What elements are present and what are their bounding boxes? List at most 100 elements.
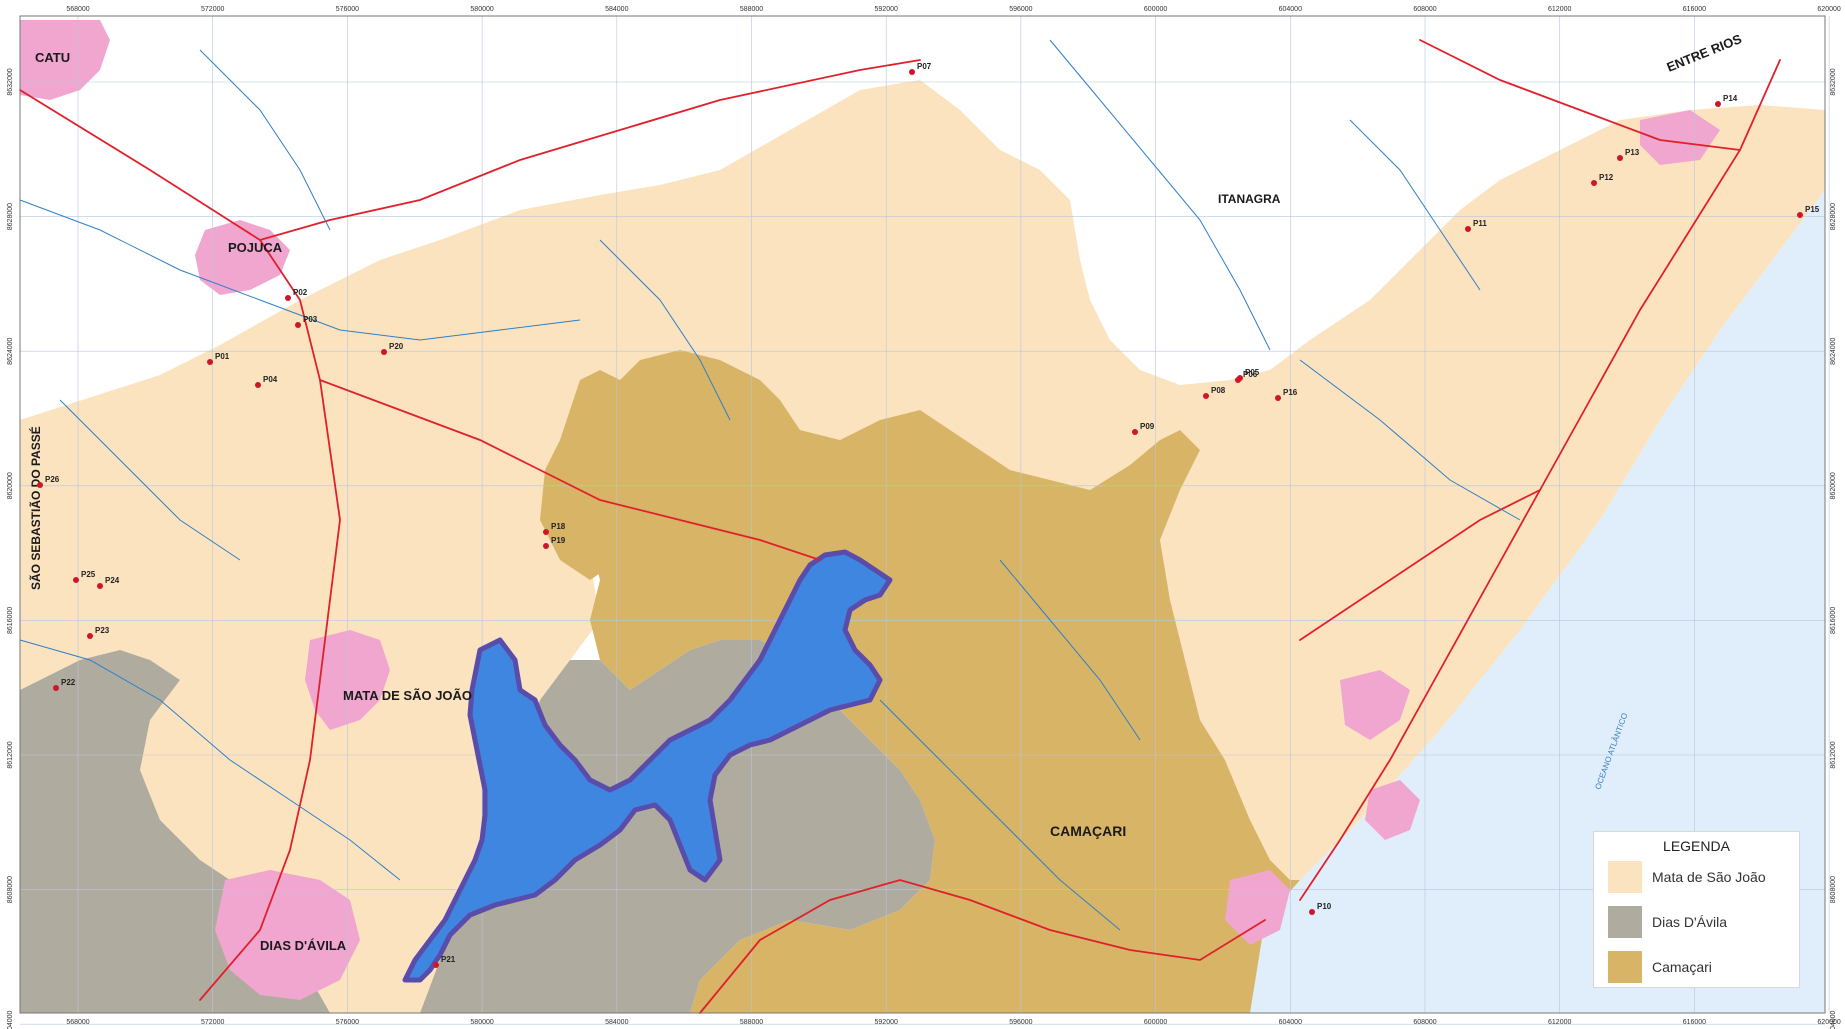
sample-point-marker[interactable] [381, 349, 387, 355]
sample-point-marker[interactable] [53, 685, 59, 691]
region-camacari-north [540, 370, 800, 580]
x-tick-label: 620000 [1817, 1019, 1840, 1026]
x-tick-label: 616000 [1683, 1019, 1706, 1026]
sample-point-label: P12 [1599, 173, 1614, 182]
road-east-link [1299, 489, 1541, 641]
x-tick-label: 596000 [1009, 1019, 1032, 1026]
sample-point-marker[interactable] [37, 482, 43, 488]
reservoir [402, 549, 893, 983]
urban-catu [20, 20, 110, 100]
urban-entre-rios [1640, 110, 1720, 165]
sample-point-label: P23 [95, 626, 110, 635]
sample-point-marker[interactable] [207, 359, 213, 365]
y-tick-label: 8628000 [7, 203, 14, 230]
sample-point-marker[interactable] [1797, 212, 1803, 218]
sample-point-label: P11 [1473, 219, 1487, 228]
y-tick-label: 8632000 [1830, 68, 1837, 95]
sample-point-marker[interactable] [97, 583, 103, 589]
legend-label-mata: Mata de São João [1652, 869, 1766, 885]
y-tick-label: 8616000 [1830, 607, 1837, 634]
sample-point-marker[interactable] [1132, 429, 1138, 435]
roads [19, 39, 1781, 1014]
x-tick-label: 600000 [1144, 6, 1167, 13]
x-tick-label: 576000 [336, 6, 359, 13]
sample-point-marker[interactable] [1275, 395, 1281, 401]
x-tick-label: 580000 [470, 6, 493, 13]
road-ba093 [259, 59, 921, 241]
y-tick-label: 8616000 [7, 607, 14, 634]
x-tick-label: 588000 [740, 1019, 763, 1026]
river-imbassai [1299, 359, 1521, 521]
river-camacari [999, 559, 1141, 741]
road-centre [319, 379, 821, 561]
sample-point-marker[interactable] [1465, 226, 1471, 232]
sample-point-label: P09 [1140, 422, 1155, 431]
sample-point-label: P01 [215, 352, 230, 361]
sample-point-marker[interactable] [1715, 101, 1721, 107]
sample-point-marker[interactable] [73, 577, 79, 583]
sample-point-marker[interactable] [1309, 909, 1315, 915]
road-entre-rios [1419, 39, 1741, 151]
sample-point-label: P18 [551, 522, 566, 531]
x-tick-label: 608000 [1413, 6, 1436, 13]
place-label-dias-davila: DIAS D'ÁVILA [260, 938, 347, 953]
x-tick-label: 580000 [470, 1019, 493, 1026]
legend-swatch-dias [1608, 906, 1642, 938]
river-joanes [879, 699, 1121, 931]
place-label-catu: CATU [35, 50, 70, 65]
sample-point-marker[interactable] [285, 295, 291, 301]
sample-point-label: P08 [1211, 386, 1226, 395]
sample-point-marker[interactable] [543, 529, 549, 535]
sample-point-label: P07 [917, 62, 932, 71]
legend-label-dias: Dias D'Ávila [1652, 914, 1728, 930]
sample-point-marker[interactable] [909, 69, 915, 75]
y-tick-labels-right: 8632000862800086240008620000861600086120… [1830, 68, 1837, 1029]
place-label-itanagra: ITANAGRA [1218, 192, 1281, 206]
x-tick-label: 572000 [201, 1019, 224, 1026]
y-tick-label: 8632000 [7, 68, 14, 95]
legend: LEGENDA Mata de São João Dias D'Ávila Ca… [1593, 831, 1800, 988]
x-tick-label: 616000 [1683, 6, 1706, 13]
sample-point-label: P16 [1283, 388, 1298, 397]
sample-point-marker[interactable] [543, 543, 549, 549]
sample-point-label: P22 [61, 678, 76, 687]
sample-point-label: P04 [263, 375, 278, 384]
x-tick-label: 604000 [1279, 6, 1302, 13]
x-tick-label: 572000 [201, 6, 224, 13]
legend-swatch-camacari [1608, 951, 1642, 983]
y-tick-labels-left: 8632000862800086240008620000861600086120… [7, 68, 14, 1029]
sample-point-label: P15 [1805, 205, 1820, 214]
sample-point-label: P13 [1625, 148, 1640, 157]
legend-title: LEGENDA [1663, 838, 1730, 854]
sample-point-marker[interactable] [255, 382, 261, 388]
urban-coast-1 [1340, 670, 1410, 740]
x-tick-label: 612000 [1548, 6, 1571, 13]
sample-point-marker[interactable] [1235, 377, 1241, 383]
river-catu [199, 49, 331, 231]
sample-point-label: P19 [551, 536, 566, 545]
x-tick-label: 576000 [336, 1019, 359, 1026]
coordinate-grid [20, 16, 1830, 1025]
x-tick-label: 584000 [605, 1019, 628, 1026]
sample-point-marker[interactable] [433, 962, 439, 968]
sample-point-marker[interactable] [87, 633, 93, 639]
sample-point-marker[interactable] [1203, 393, 1209, 399]
y-tick-label: 8604000 [7, 1010, 14, 1029]
sample-point-marker[interactable] [1591, 180, 1597, 186]
sample-points: P01P02P03P04P05P06P07P08P09P10P11P12P13P… [37, 62, 1820, 968]
urban-dias-davila [215, 870, 360, 1000]
sample-point-marker[interactable] [295, 322, 301, 328]
legend-swatch-mata [1608, 861, 1642, 893]
region-mata-de-sao-joao [20, 80, 1825, 1013]
x-tick-label: 592000 [875, 1019, 898, 1026]
legend-label-camacari: Camaçari [1652, 959, 1712, 975]
y-tick-label: 8608000 [1830, 876, 1837, 903]
sample-point-marker[interactable] [1617, 155, 1623, 161]
river-west [59, 399, 241, 561]
y-tick-label: 8612000 [7, 741, 14, 768]
x-tick-label: 588000 [740, 6, 763, 13]
